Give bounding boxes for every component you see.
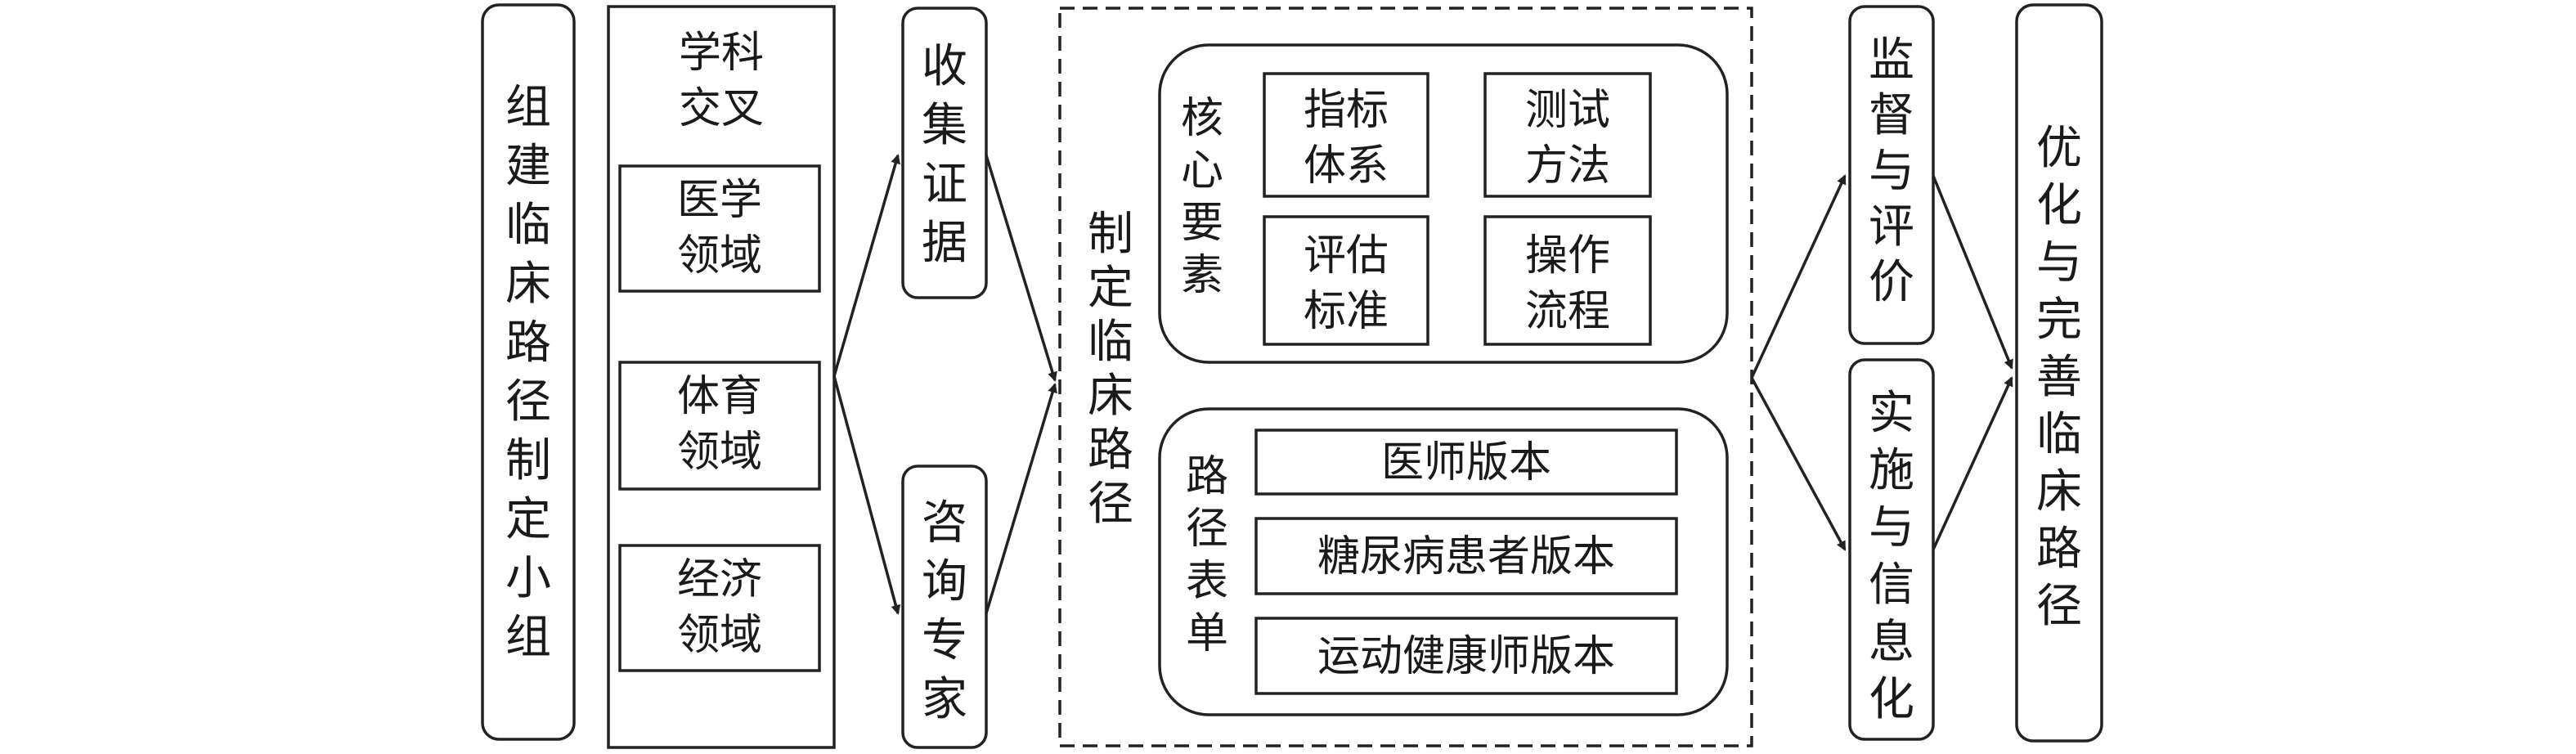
form-patient-version-label: 糖尿病患者版本 <box>1317 532 1615 581</box>
collect-evidence-box <box>901 7 988 299</box>
core-item-test-line1: 测试 <box>1525 86 1610 135</box>
arrow-implement-to-optimize <box>1932 376 2013 550</box>
core-elements-title: 核心要素 <box>1181 94 1223 300</box>
core-item-operation-line2: 流程 <box>1525 287 1610 336</box>
form-trainer-version <box>1254 617 1678 695</box>
field-sports-line1: 体育 <box>677 372 762 421</box>
field-medical-line1: 医学 <box>677 176 762 225</box>
field-box-economics <box>618 544 821 672</box>
field-medical-line2: 领域 <box>677 231 762 281</box>
arrow-supervise-to-optimize <box>1932 175 2013 370</box>
optimize-label: 优化与完善临床路径 <box>2036 122 2082 633</box>
form-patient-version <box>1254 517 1678 595</box>
form-trainer-version-label: 运动健康师版本 <box>1317 632 1615 681</box>
team-label: 组建临床路径制定小组 <box>505 81 551 664</box>
core-item-test-method <box>1483 72 1652 198</box>
core-item-evaluation-line1: 评估 <box>1304 231 1389 281</box>
field-economics-line1: 经济 <box>677 555 762 604</box>
core-item-operation-line1: 操作 <box>1525 231 1610 281</box>
arrow-evidence-to-pathway <box>985 155 1057 382</box>
pathway-forms-title: 路径表单 <box>1186 452 1228 658</box>
arrow-to-implement <box>1750 377 1847 551</box>
collect-evidence-label: 收集证据 <box>922 40 967 270</box>
core-item-indicator-line2: 体系 <box>1304 141 1389 191</box>
make-pathway-label: 制定临床路径 <box>1088 208 1133 531</box>
form-doctor-version-label: 医师版本 <box>1381 438 1551 487</box>
field-economics-line2: 领域 <box>677 611 762 660</box>
core-item-evaluation-line2: 标准 <box>1304 287 1389 336</box>
core-item-evaluation-standard <box>1263 215 1429 346</box>
team-box <box>481 3 576 741</box>
arrow-to-consult-experts <box>832 375 901 615</box>
interdisciplinary-title-line2: 交叉 <box>679 84 764 133</box>
field-sports-line2: 领域 <box>677 428 762 477</box>
arrow-to-collect-evidence <box>832 154 900 377</box>
implement-inform-label: 实施与信息化 <box>1869 387 1914 726</box>
core-item-test-line2: 方法 <box>1525 141 1610 191</box>
field-box-medical <box>618 164 821 293</box>
consult-experts-label: 咨询专家 <box>922 496 967 726</box>
arrow-experts-to-pathway <box>985 383 1057 614</box>
field-box-sports <box>618 361 821 491</box>
core-item-indicator-line1: 指标 <box>1304 86 1389 135</box>
core-item-indicator-system <box>1263 72 1429 198</box>
consult-experts-box <box>901 465 988 749</box>
optimize-box <box>2015 3 2103 743</box>
arrow-to-supervise <box>1750 174 1847 379</box>
form-doctor-version <box>1254 429 1678 496</box>
supervise-evaluate-label: 监督与评价 <box>1869 34 1914 309</box>
supervise-evaluate-box <box>1848 5 1935 345</box>
core-item-operation-process <box>1483 215 1652 346</box>
interdisciplinary-title-line1: 学科 <box>679 29 764 78</box>
